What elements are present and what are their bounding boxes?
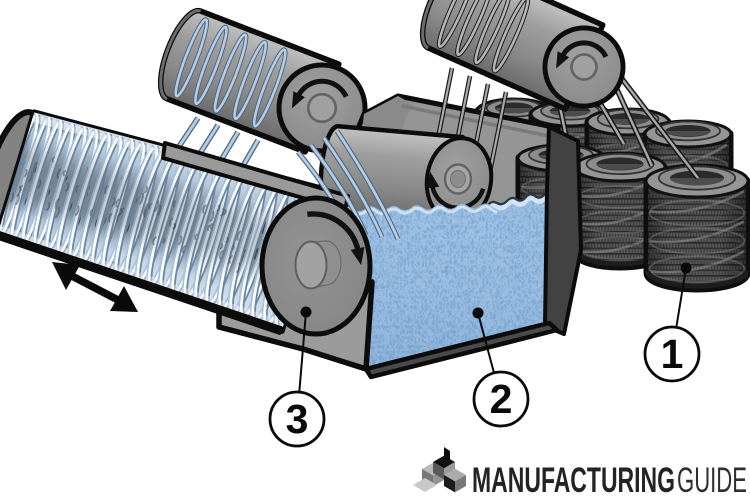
svg-text:1: 1 [661, 331, 684, 377]
svg-text:GUIDE: GUIDE [677, 461, 747, 496]
svg-text:3: 3 [286, 396, 309, 442]
svg-text:MANUFACTURING: MANUFACTURING [472, 461, 675, 496]
svg-text:2: 2 [490, 376, 513, 422]
